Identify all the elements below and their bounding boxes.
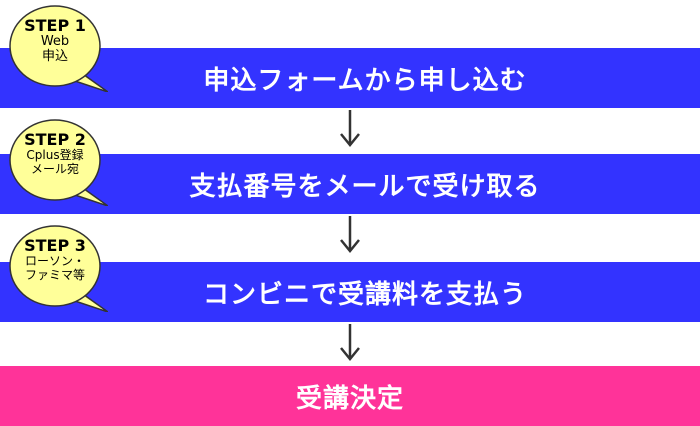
step1-label: STEP 1 — [24, 16, 86, 35]
speech-bubble-shape — [9, 5, 108, 92]
step3-badge: STEP 3 ローソン・ ファミマ等 — [8, 224, 108, 312]
step2-label: STEP 2 — [24, 130, 86, 149]
step2-text: 支払番号をメールで受け取る — [189, 171, 541, 202]
step1-badge: STEP 1 Web 申込 — [8, 4, 108, 92]
arrow-down-icon — [340, 110, 360, 147]
speech-bubble-shape — [9, 119, 108, 206]
step2-bar: 支払番号をメールで受け取る — [0, 154, 700, 214]
step1-bar: 申込フォームから申し込む — [0, 48, 700, 108]
step3-sub1: ローソン・ — [24, 254, 85, 269]
step1-text: 申込フォームから申し込む — [203, 65, 527, 96]
final-bar: 受講決定 — [0, 366, 700, 426]
step3-text: コンビニで受講料を支払う — [202, 279, 527, 310]
step2-sub2: メール宛 — [30, 162, 79, 177]
step1-sub2: 申込 — [41, 49, 68, 65]
step3-label: STEP 3 — [24, 236, 86, 255]
step3-bar: コンビニで受講料を支払う — [0, 262, 700, 322]
arrow-down-icon — [340, 324, 360, 361]
speech-bubble-shape — [9, 225, 108, 312]
step1-sub1: Web — [40, 34, 70, 50]
step2-badge: STEP 2 Cplus登録 メール宛 — [8, 118, 108, 206]
final-text: 受講決定 — [295, 383, 404, 414]
step2-sub1: Cplus登録 — [26, 148, 84, 163]
arrow-down-icon — [340, 216, 360, 253]
step3-sub2: ファミマ等 — [24, 268, 85, 283]
